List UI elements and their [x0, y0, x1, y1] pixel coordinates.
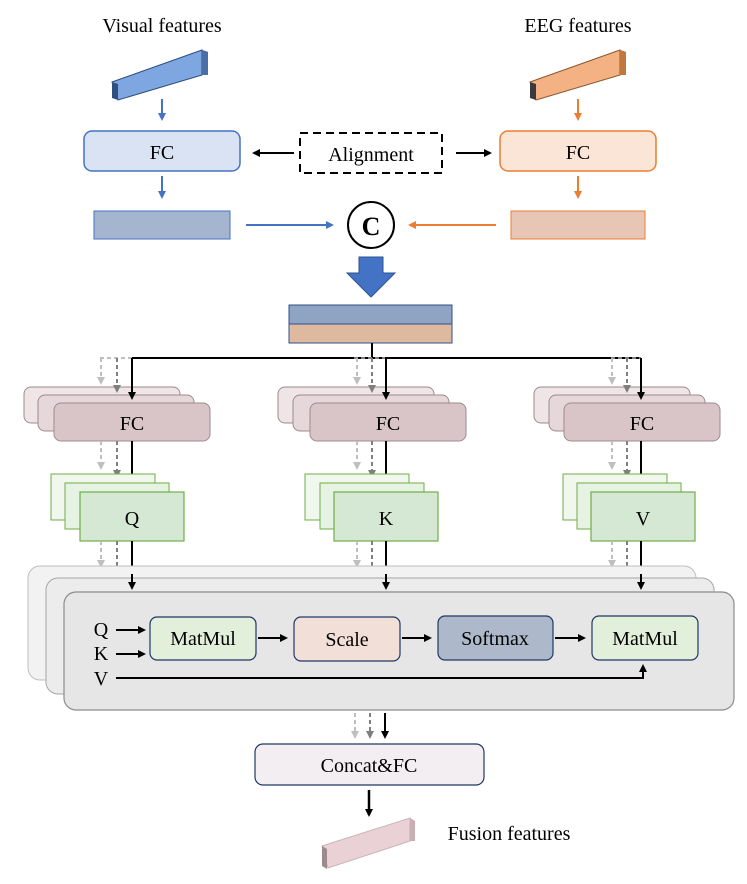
- concat-fc-label: Concat&FC: [321, 755, 418, 777]
- eeg-projected-bar: [510, 210, 646, 240]
- head-v-proj-box: [590, 491, 696, 542]
- head-k-fc-label: FC: [376, 413, 400, 435]
- head-k: FC K: [277, 358, 467, 590]
- visual-fc-box: [83, 130, 241, 172]
- visual-features-label: Visual features: [102, 15, 222, 37]
- visual-feature-slab: [111, 49, 208, 101]
- concat-symbol: [347, 201, 395, 249]
- alignment-box: [299, 132, 443, 174]
- head-v-proj-label: V: [636, 508, 651, 530]
- eeg-feature-slab: [529, 49, 626, 101]
- alignment-label: Alignment: [328, 144, 414, 166]
- scale-label: Scale: [325, 629, 368, 651]
- eeg-fc-label: FC: [566, 142, 590, 164]
- softmax-label: Softmax: [461, 628, 529, 650]
- head-v: FC V: [533, 358, 721, 590]
- attn-v-label: V: [94, 668, 109, 690]
- head-v-fc-label: FC: [630, 413, 654, 435]
- head-q-proj-label: Q: [125, 508, 140, 530]
- attn-q-label: Q: [94, 619, 109, 641]
- softmax-box: [437, 615, 554, 661]
- head-q-proj-box: [79, 491, 185, 542]
- concat-bar-eeg: [288, 323, 453, 344]
- concat-down-arrow: [345, 256, 397, 298]
- concat-bar-visual: [288, 304, 453, 325]
- fusion-features-label: Fusion features: [448, 823, 571, 845]
- matmul-label-2: MatMul: [612, 628, 678, 650]
- attn-k-label: K: [94, 643, 109, 665]
- eeg-features-label: EEG features: [524, 15, 631, 37]
- concat-fc-box: [254, 743, 485, 786]
- eeg-fc-box: [499, 130, 657, 172]
- concat-symbol-label: C: [362, 212, 381, 241]
- visual-projected-bar: [93, 210, 231, 240]
- head-k-proj-label: K: [379, 508, 394, 530]
- scale-box: [293, 616, 401, 662]
- matmul-box-1: [149, 616, 257, 661]
- fusion-feature-slab: [321, 817, 415, 869]
- head-k-proj-box: [333, 491, 439, 542]
- head-k-fc-box: [309, 402, 467, 442]
- head-q-fc-label: FC: [120, 413, 144, 435]
- visual-fc-label: FC: [150, 142, 174, 164]
- matmul-label-1: MatMul: [170, 628, 236, 650]
- attn-v-arrow: [116, 664, 647, 679]
- head-q: FC Q: [23, 358, 211, 590]
- matmul-box-2: [591, 615, 699, 661]
